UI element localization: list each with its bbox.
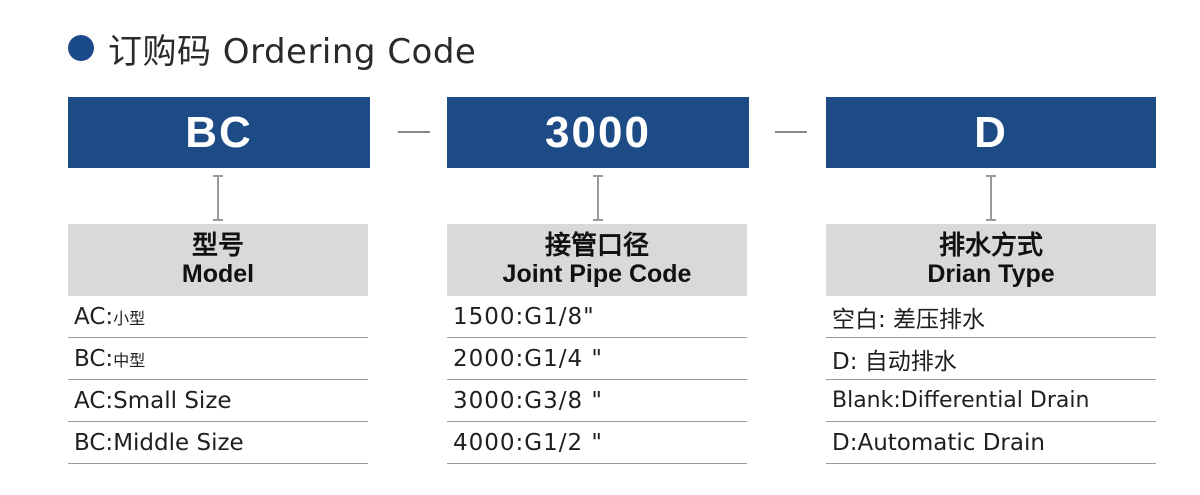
model-header: 型号 Model: [68, 224, 368, 296]
model-row: AC:小型: [68, 296, 368, 338]
drain-type-row: Blank:Differential Drain: [826, 380, 1156, 422]
drain-type-row: D:Automatic Drain: [826, 422, 1156, 464]
model-key: BC:: [74, 345, 114, 372]
drain-type-header: 排水方式 Drian Type: [826, 224, 1156, 296]
pipe-code-row: 4000:G1/2 ": [447, 422, 747, 464]
pipe-code-title-en: Joint Pipe Code: [502, 259, 692, 288]
drain-type-column: 排水方式 Drian Type 空白: 差压排水 D: 自动排水 Blank:D…: [826, 224, 1156, 464]
pipe-code-row: 2000:G1/4 ": [447, 338, 747, 380]
drain-type-title-zh: 排水方式: [938, 231, 1043, 262]
separator-dash: [775, 131, 807, 133]
model-row: AC:Small Size: [68, 380, 368, 422]
model-desc: Middle Size: [113, 429, 244, 456]
model-desc: 中型: [113, 350, 146, 370]
code-box-drain: D: [826, 97, 1156, 168]
connector-line-drain: [986, 175, 996, 221]
model-row: BC:Middle Size: [68, 422, 368, 464]
drain-type-row: D: 自动排水: [826, 338, 1156, 380]
pipe-code-row: 3000:G3/8 ": [447, 380, 747, 422]
connector-line-pipe: [593, 175, 603, 221]
model-row: BC:中型: [68, 338, 368, 380]
model-desc: Small Size: [113, 387, 232, 414]
pipe-code-row: 1500:G1/8": [447, 296, 747, 338]
code-box-model: BC: [68, 97, 370, 168]
pipe-code-header: 接管口径 Joint Pipe Code: [447, 224, 747, 296]
page-title: 订购码 Ordering Code: [108, 31, 477, 72]
separator-dash: [398, 131, 430, 133]
drain-type-row: 空白: 差压排水: [826, 296, 1156, 338]
bullet-dot-icon: [68, 35, 94, 61]
pipe-code-column: 接管口径 Joint Pipe Code 1500:G1/8" 2000:G1/…: [447, 224, 747, 464]
model-key: AC:: [74, 387, 114, 414]
model-title-zh: 型号: [191, 231, 244, 262]
model-key: BC:: [74, 429, 114, 456]
model-key: AC:: [74, 303, 114, 330]
drain-type-title-en: Drian Type: [927, 259, 1055, 288]
model-column: 型号 Model AC:小型 BC:中型 AC:Small Size BC:Mi…: [68, 224, 368, 464]
section-header: 订购码 Ordering Code: [68, 26, 477, 72]
connector-line-model: [213, 175, 223, 221]
pipe-code-title-zh: 接管口径: [544, 231, 649, 262]
model-title-en: Model: [181, 259, 255, 288]
model-desc: 小型: [113, 308, 146, 328]
code-box-pipe: 3000: [447, 97, 749, 168]
